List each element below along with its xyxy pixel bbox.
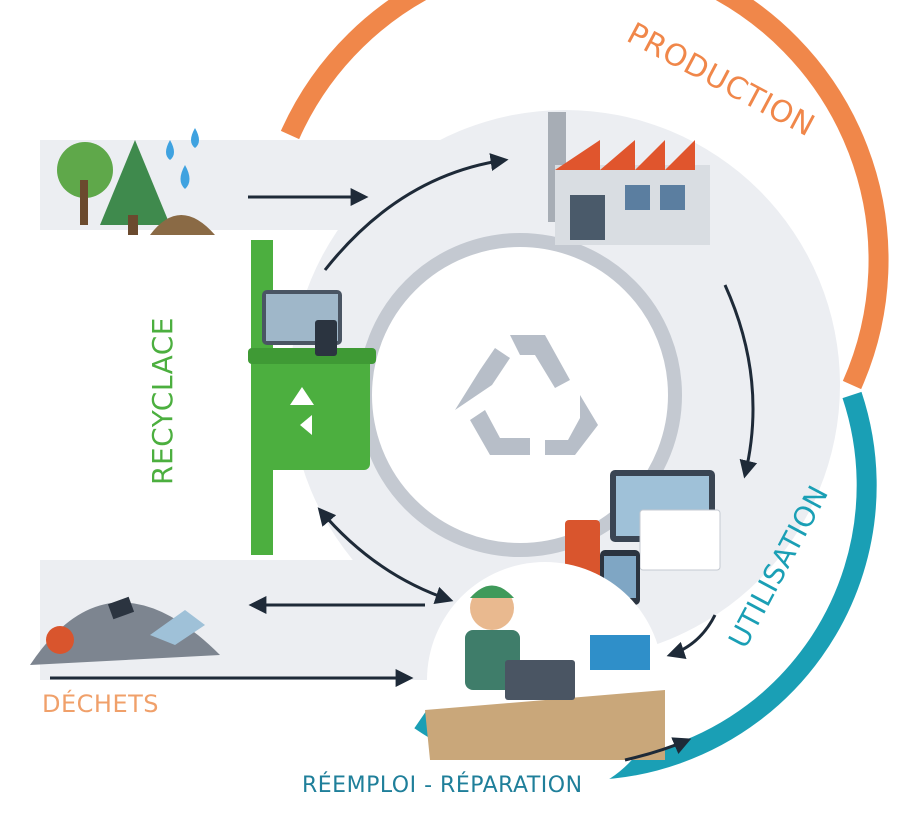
waste-pile-icon (30, 596, 220, 665)
label-recyclage: RECYCLACE (146, 317, 179, 485)
label-dechets: DÉCHETS (42, 689, 159, 718)
recycle-bin-icon (248, 290, 376, 470)
devices-icon (565, 470, 721, 605)
arrow-repair-recycle (317, 507, 454, 604)
tree-icon (57, 140, 215, 235)
production-arc (280, 0, 889, 390)
recycle-symbol-icon (455, 335, 598, 455)
arrow-production-to-use (723, 284, 758, 479)
arrow-use-to-repair (666, 614, 717, 659)
arrow-repair-out (624, 737, 692, 762)
factory-icon (548, 112, 710, 245)
water-drop-icon (166, 128, 199, 189)
repair-technician-icon (425, 562, 665, 798)
inner-disk (390, 265, 650, 525)
label-reemploi: RÉEMPLOI - RÉPARATION (302, 772, 583, 798)
arrow-recycle-to-production (323, 153, 509, 271)
